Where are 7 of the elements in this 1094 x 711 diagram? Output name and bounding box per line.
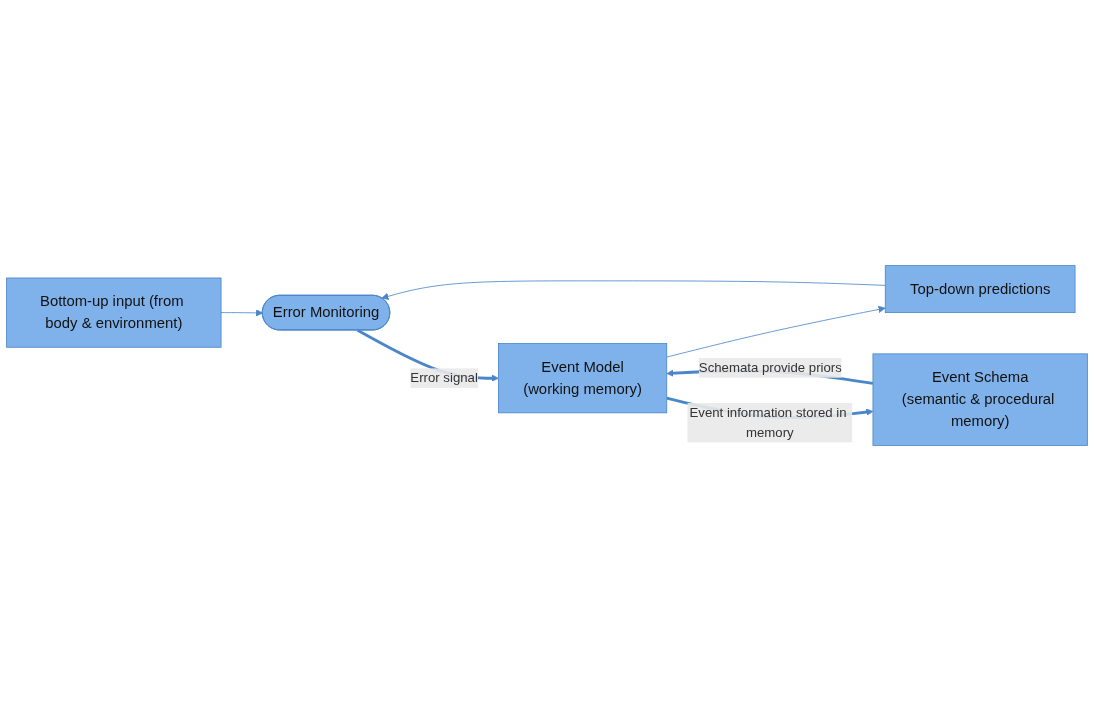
node-box: Event Schema (semantic & procedural memory) bbox=[872, 353, 1088, 446]
node-box: Bottom-up input (from body & environment) bbox=[6, 277, 222, 348]
edge-label: Event information stored in memory bbox=[689, 405, 847, 440]
edge-label: Error signal bbox=[410, 370, 478, 385]
node-box: Top-down predictions bbox=[884, 265, 1076, 314]
node-box: Event Model (working memory) bbox=[498, 343, 668, 414]
edge-label: Schemata provide priors bbox=[698, 360, 842, 375]
